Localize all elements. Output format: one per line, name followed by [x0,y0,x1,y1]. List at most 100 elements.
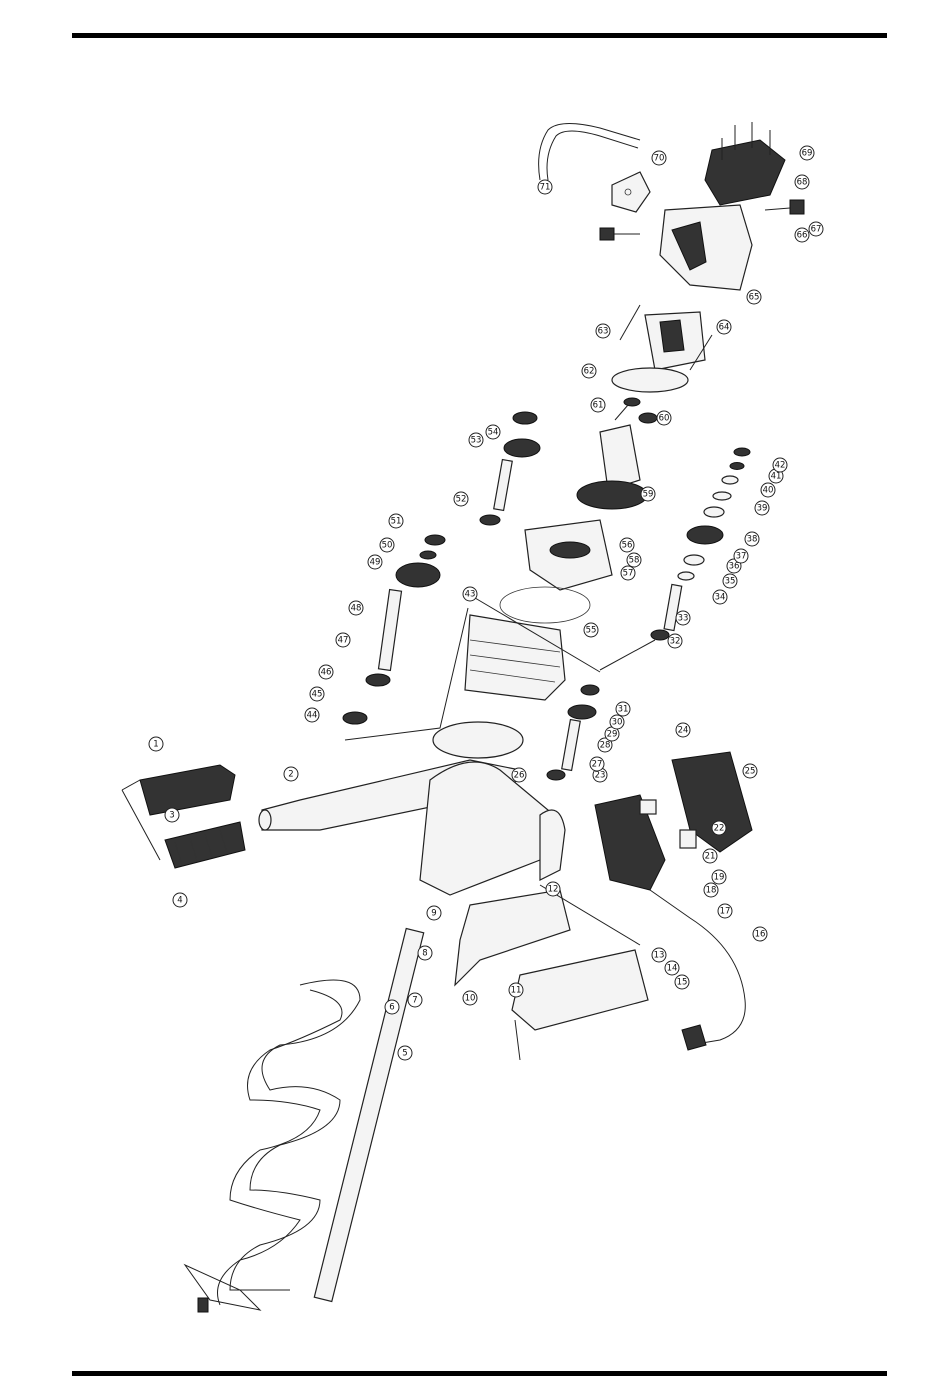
callout-number: 19 [714,873,725,883]
callout-27: 27 [590,757,604,771]
callout-number: 56 [622,541,633,551]
callout-59: 59 [641,487,655,501]
callout-number: 40 [763,486,774,496]
callout-number: 28 [600,741,611,751]
callout-12: 12 [546,882,560,896]
callout-number: 63 [598,327,609,337]
callout-number: 52 [456,495,467,505]
callout-number: 32 [670,637,681,647]
callout-number: 8 [422,949,427,959]
callout-48: 48 [349,601,363,615]
callout-number: 27 [592,760,603,770]
callout-number: 45 [312,690,323,700]
guard-plates [455,885,648,1060]
callout-8: 8 [418,946,432,960]
callout-number: 22 [714,824,725,834]
callout-number: 66 [797,231,808,241]
motor-housing [600,200,804,290]
callout-number: 26 [514,771,525,781]
callout-17: 17 [718,904,732,918]
callout-number: 4 [177,896,182,906]
callout-18: 18 [704,883,718,897]
callout-19: 19 [712,870,726,884]
callout-34: 34 [713,590,727,604]
callout-44: 44 [305,708,319,722]
callout-56: 56 [620,538,634,552]
callout-number: 21 [705,852,716,862]
callout-55: 55 [584,623,598,637]
callout-number: 2 [288,770,293,780]
callout-51: 51 [389,514,403,528]
callout-37: 37 [734,549,748,563]
callout-number: 49 [370,558,381,568]
callout-number: 39 [757,504,768,514]
callout-number: 46 [321,668,332,678]
callout-35: 35 [723,574,737,588]
callout-number: 12 [548,885,559,895]
callout-number: 50 [382,541,393,551]
callout-16: 16 [753,927,767,941]
callout-number: 31 [618,705,629,715]
callout-number: 7 [412,996,417,1006]
callout-number: 53 [471,436,482,446]
callout-53: 53 [469,433,483,447]
callout-64: 64 [717,320,731,334]
callout-26: 26 [512,768,526,782]
callout-number: 25 [745,767,756,777]
callout-number: 42 [775,461,786,471]
callout-31: 31 [616,702,630,716]
callout-68: 68 [795,175,809,189]
callout-number: 38 [747,535,758,545]
callout-11: 11 [509,983,523,997]
callout-71: 71 [538,180,552,194]
callout-13: 13 [652,948,666,962]
callout-49: 49 [368,555,382,569]
callout-42: 42 [773,458,787,472]
callout-57: 57 [621,566,635,580]
callout-number: 64 [719,323,730,333]
callout-9: 9 [427,906,441,920]
callout-number: 24 [678,726,689,736]
callout-number: 37 [736,552,747,562]
auger [185,928,424,1312]
motor-cap [705,122,785,205]
callout-number: 1 [153,740,158,750]
callout-number: 69 [802,149,813,159]
callout-4: 4 [173,893,187,907]
callout-number: 61 [593,401,604,411]
callout-number: 41 [771,472,782,482]
callout-22: 22 [712,821,726,835]
armature [577,405,647,509]
callout-6: 6 [385,1000,399,1014]
callout-10: 10 [463,991,477,1005]
callout-33: 33 [676,611,690,625]
callout-62: 62 [582,364,596,378]
callout-67: 67 [809,222,823,236]
callout-number: 15 [677,978,688,988]
callout-15: 15 [675,975,689,989]
callout-number: 70 [654,154,665,164]
callout-number: 43 [465,590,476,600]
callout-number: 59 [643,490,654,500]
callout-number: 17 [720,907,731,917]
callout-14: 14 [665,961,679,975]
callout-number: 60 [659,414,670,424]
callout-43: 43 [463,587,477,601]
callout-39: 39 [755,501,769,515]
callout-47: 47 [336,633,350,647]
callout-number: 6 [389,1003,394,1013]
callout-46: 46 [319,665,333,679]
callout-3: 3 [165,808,179,822]
callout-number: 16 [755,930,766,940]
gearbox-housing [433,615,565,758]
callout-2: 2 [284,767,298,781]
callout-65: 65 [747,290,761,304]
callout-number: 51 [391,517,402,527]
callout-52: 52 [454,492,468,506]
callout-number: 48 [351,604,362,614]
callout-number: 36 [729,562,740,572]
callout-63: 63 [596,324,610,338]
callout-number: 14 [667,964,678,974]
